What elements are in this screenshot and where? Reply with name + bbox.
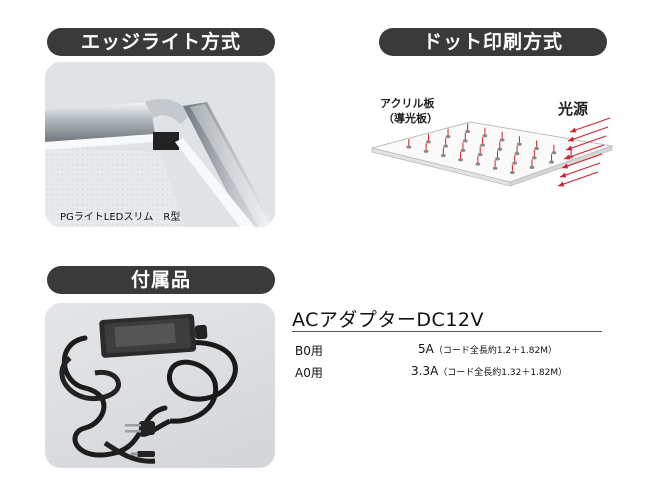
print-dot [443, 144, 449, 148]
light-arrow-head [558, 181, 564, 187]
light-arrow-head [570, 127, 576, 133]
light-dots [406, 123, 574, 175]
edge-photo-caption: PGライトLEDスリム R型 [60, 212, 181, 223]
light-arrow [567, 126, 609, 142]
print-dot [423, 149, 429, 153]
light-arrow-head [566, 145, 572, 151]
light-source-arrows [557, 117, 611, 187]
light-guide-label: （導光板） [383, 112, 438, 125]
print-dot [499, 138, 505, 142]
spec-b0-value: 5A（コード全長約1.2＋1.82M） [418, 342, 557, 356]
print-dot [497, 147, 503, 151]
spec-b0-note: （コード全長約1.2＋1.82M） [433, 346, 557, 356]
print-dot [462, 139, 468, 143]
print-dot [549, 160, 554, 164]
print-dot [406, 145, 412, 149]
print-dot [460, 148, 466, 152]
light-arrow-head [560, 172, 566, 178]
print-dot [465, 129, 471, 134]
section-title-dot-print: ドット印刷方式 [379, 28, 607, 56]
spec-a0-name: A0用 [295, 366, 323, 380]
print-dot [529, 165, 535, 169]
light-arrow-head [568, 136, 574, 142]
spec-a0-value: 3.3A（コード全長約1.32＋1.82M） [411, 364, 567, 378]
print-dot [445, 135, 451, 139]
print-dot [458, 158, 463, 162]
spec-b0-amp: 5A [418, 342, 434, 356]
light-arrow-head [564, 154, 570, 160]
acrylic-plate-label: アクリル板 [380, 97, 435, 110]
print-dot [482, 134, 488, 138]
print-dot [531, 156, 537, 160]
print-dot [517, 142, 522, 146]
print-dot [440, 153, 446, 158]
light-arrow [569, 117, 611, 133]
print-dot [477, 153, 483, 157]
print-dot [512, 161, 518, 165]
adapter-illustration [59, 313, 238, 464]
light-arrow [557, 171, 599, 187]
print-dot [551, 151, 557, 155]
dot-print-diagram [371, 117, 614, 187]
adapter-title: ACアダプターDC12V [292, 309, 485, 331]
print-dot [492, 166, 498, 170]
print-dot [534, 146, 540, 151]
spec-a0-amp: 3.3A [411, 364, 439, 378]
spec-a0-note: （コード全長約1.32＋1.82M） [438, 368, 568, 378]
spec-b0-name: B0用 [295, 344, 323, 358]
light-arrow [563, 144, 605, 160]
divider [292, 331, 602, 332]
light-arrow [559, 162, 601, 178]
print-dot [495, 157, 500, 161]
print-dot [426, 140, 431, 144]
ac-adapter-photo [45, 303, 275, 468]
light-arrow [561, 153, 603, 169]
print-dot [514, 152, 520, 156]
light-arrow [565, 135, 607, 151]
section-title-edge-light: エッジライト方式 [47, 28, 275, 56]
edge-frame-illustration [45, 62, 275, 227]
light-arrow-head [562, 163, 568, 169]
print-dot [509, 170, 515, 175]
edge-light-frame-photo [45, 62, 275, 227]
print-dot [480, 143, 485, 147]
light-source-label: 光源 [558, 100, 589, 118]
section-title-accessories: 付属品 [47, 266, 275, 294]
print-dot [475, 162, 481, 166]
